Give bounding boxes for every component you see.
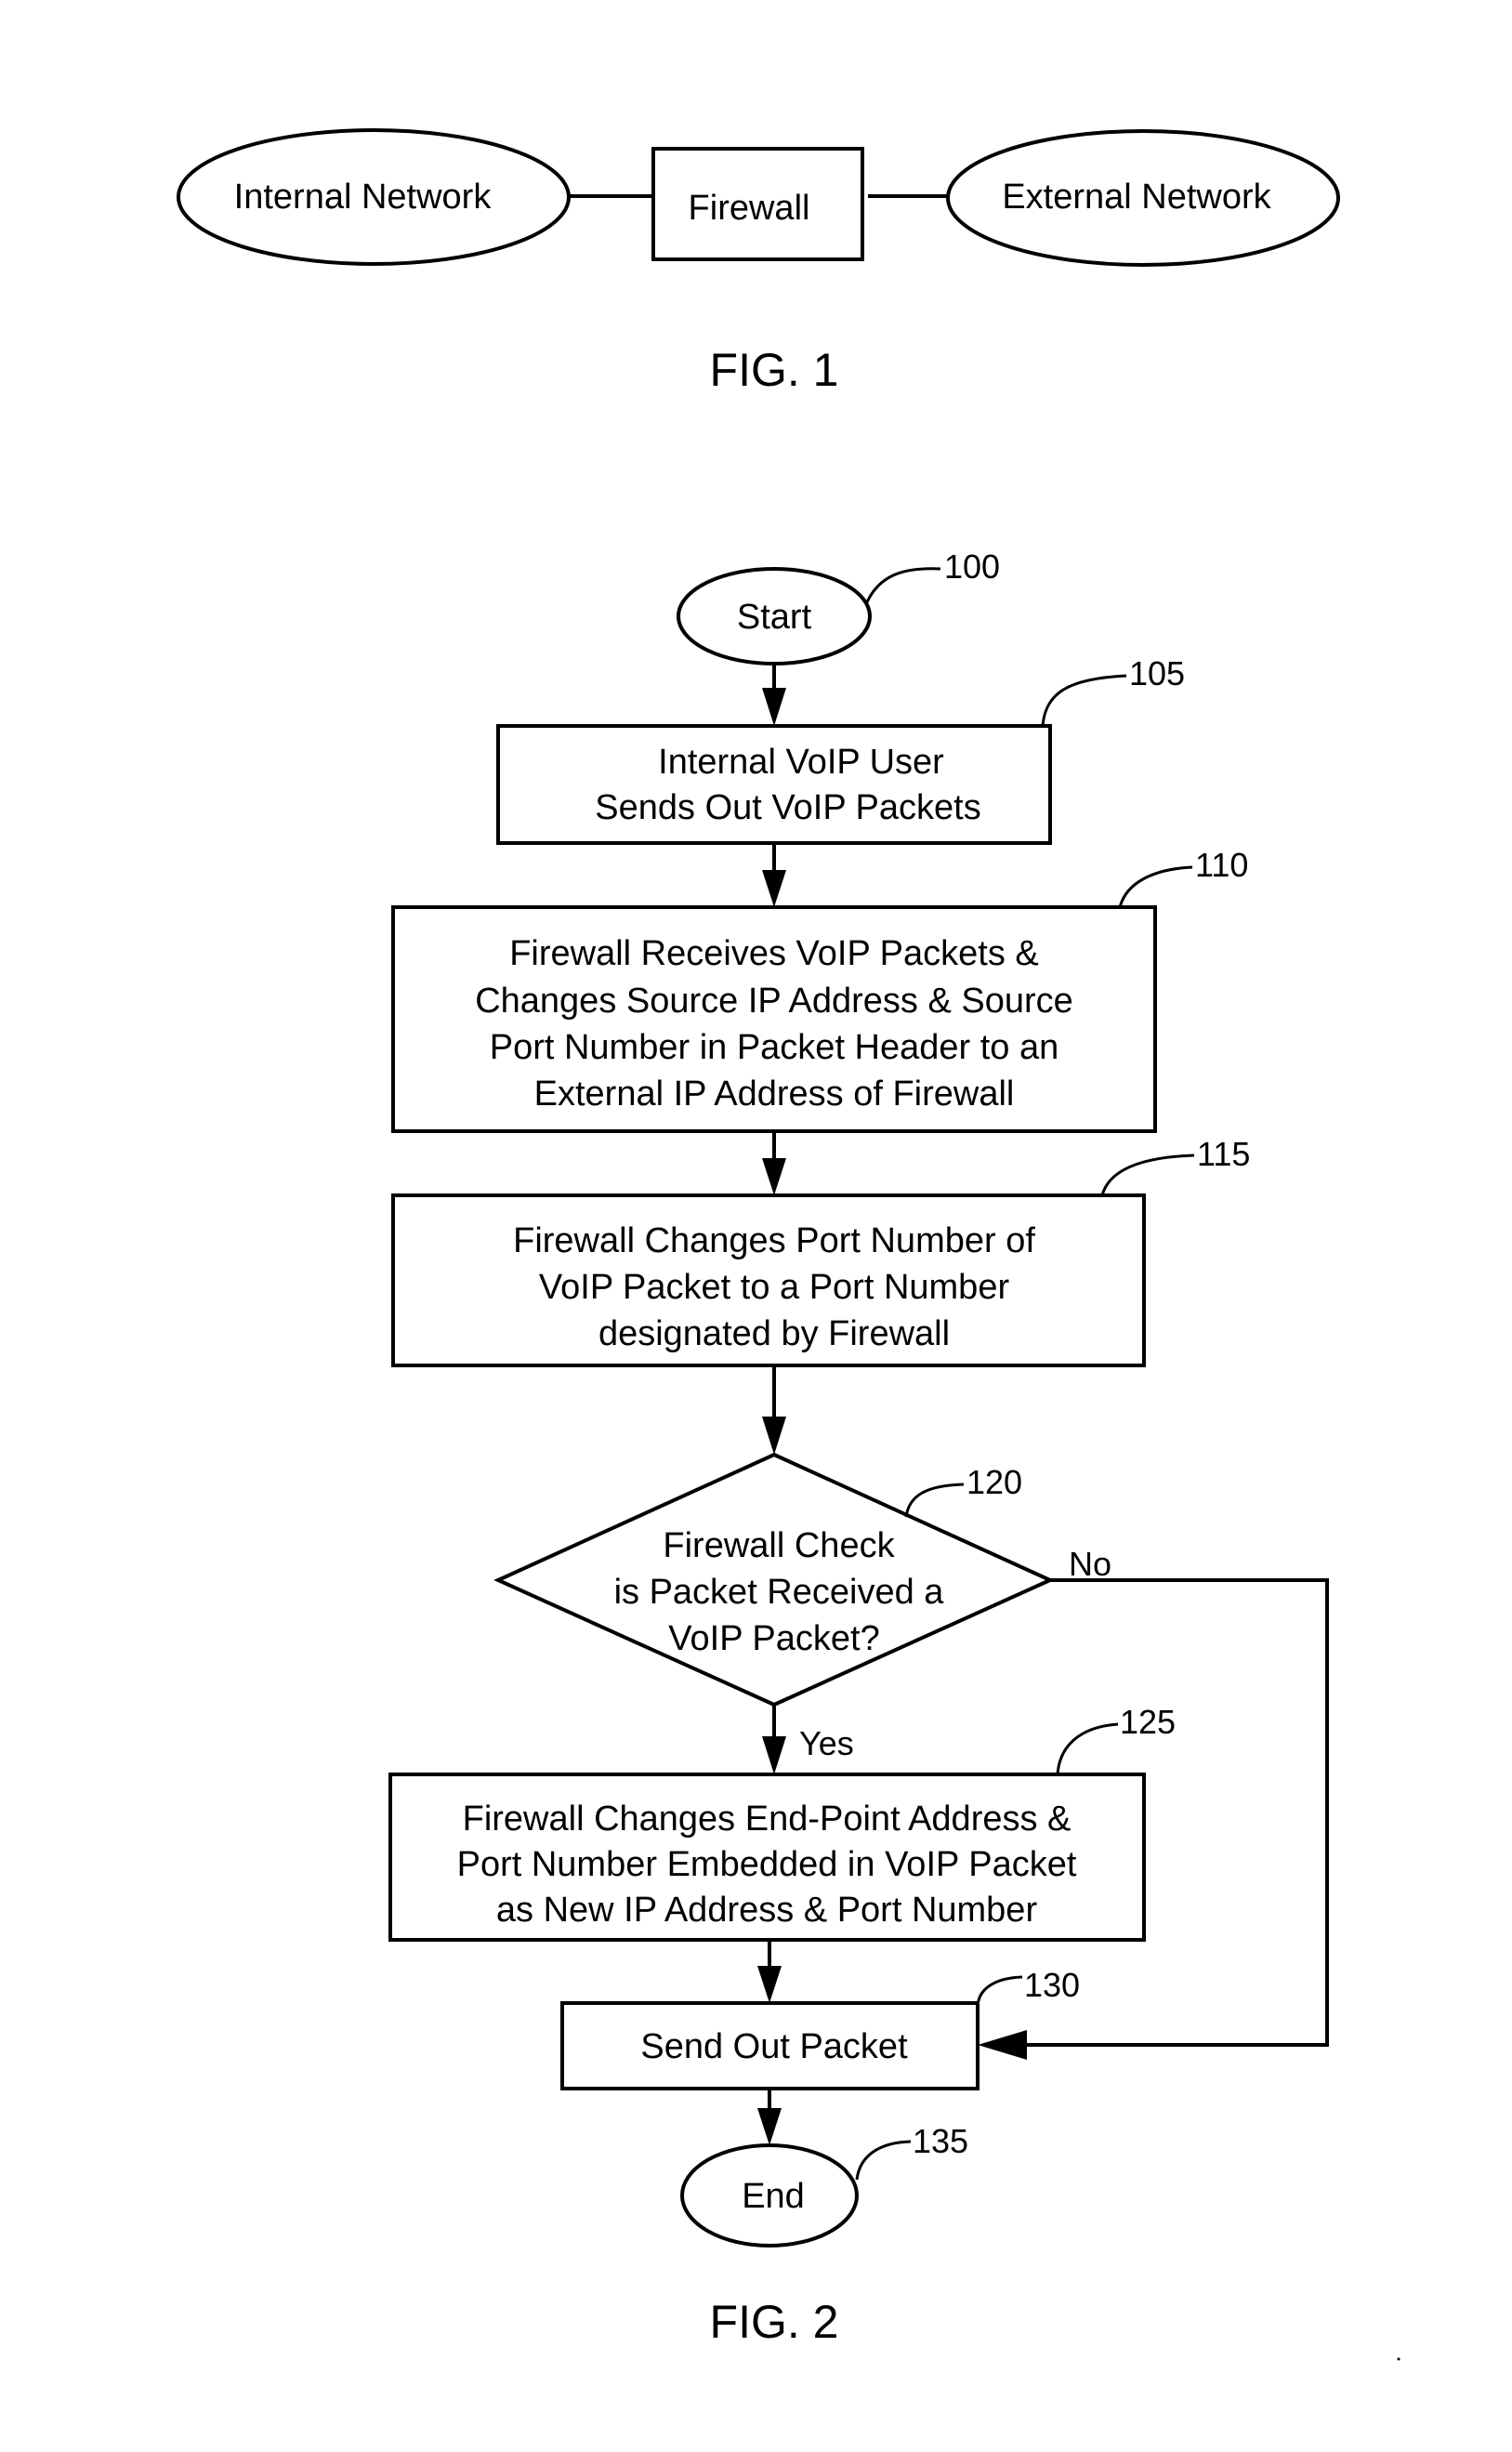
step-125-line-3: as New IP Address & Port Number bbox=[496, 1891, 1038, 1930]
step-105-line-2: Sends Out VoIP Packets bbox=[595, 788, 980, 827]
end-label: End bbox=[742, 2177, 805, 2216]
decision-120-line-1: Firewall Check bbox=[663, 1526, 895, 1565]
ref-leader-105 bbox=[1043, 676, 1126, 726]
fig2-caption: FIG. 2 bbox=[710, 2296, 839, 2348]
arrowhead bbox=[762, 1736, 786, 1774]
arrowhead bbox=[762, 688, 786, 726]
firewall-label: Firewall bbox=[689, 189, 810, 228]
external-network-label: External Network bbox=[1002, 178, 1271, 217]
decision-120-line-2: is Packet Received a bbox=[614, 1573, 945, 1612]
arrowhead bbox=[762, 1158, 786, 1195]
ref-120: 120 bbox=[966, 1463, 1022, 1501]
ref-leader-110 bbox=[1120, 867, 1192, 907]
step-110-line-3: Port Number in Packet Header to an bbox=[490, 1028, 1059, 1067]
step-110-line-1: Firewall Receives VoIP Packets & bbox=[509, 934, 1039, 973]
decision-120-line-3: VoIP Packet? bbox=[668, 1619, 879, 1658]
step-115-line-2: VoIP Packet to a Port Number bbox=[539, 1268, 1010, 1307]
ref-110: 110 bbox=[1195, 846, 1248, 884]
arrowhead bbox=[762, 1417, 786, 1455]
ref-105: 105 bbox=[1129, 654, 1185, 692]
fig2-flowchart: Start 100 Internal VoIP User Sends Out V… bbox=[390, 547, 1327, 2348]
step-110-line-4: External IP Address of Firewall bbox=[534, 1074, 1015, 1114]
step-125-line-1: Firewall Changes End-Point Address & bbox=[463, 1799, 1072, 1839]
ref-leader-125 bbox=[1058, 1724, 1118, 1774]
arrowhead bbox=[978, 2030, 1027, 2060]
no-branch-label: No bbox=[1069, 1545, 1111, 1583]
ref-leader-130 bbox=[978, 1977, 1022, 2008]
internal-network-label: Internal Network bbox=[234, 178, 493, 217]
arrowhead bbox=[757, 2108, 782, 2145]
arrowhead bbox=[762, 870, 786, 907]
ref-leader-135 bbox=[857, 2142, 911, 2180]
start-label: Start bbox=[737, 598, 812, 637]
step-105-line-1: Internal VoIP User bbox=[658, 743, 944, 782]
scan-speck bbox=[1398, 2358, 1400, 2361]
ref-leader-120 bbox=[906, 1484, 964, 1517]
ref-115: 115 bbox=[1197, 1135, 1250, 1173]
step-115-line-3: designated by Firewall bbox=[598, 1314, 950, 1353]
yes-branch-label: Yes bbox=[799, 1724, 854, 1762]
ref-130: 130 bbox=[1024, 1966, 1080, 2004]
ref-leader-100 bbox=[866, 569, 940, 604]
arrowhead bbox=[757, 1966, 782, 2003]
ref-125: 125 bbox=[1120, 1703, 1176, 1741]
ref-135: 135 bbox=[913, 2122, 968, 2160]
fig1-caption: FIG. 1 bbox=[710, 344, 839, 396]
ref-100: 100 bbox=[944, 547, 1000, 586]
ref-leader-115 bbox=[1102, 1155, 1194, 1195]
step-130-label: Send Out Packet bbox=[640, 2027, 908, 2066]
fig1-diagram: Internal Network Firewall External Netwo… bbox=[178, 130, 1338, 396]
step-110-line-2: Changes Source IP Address & Source bbox=[475, 982, 1073, 1021]
step-125-line-2: Port Number Embedded in VoIP Packet bbox=[457, 1845, 1077, 1884]
step-115-line-1: Firewall Changes Port Number of bbox=[513, 1221, 1035, 1260]
